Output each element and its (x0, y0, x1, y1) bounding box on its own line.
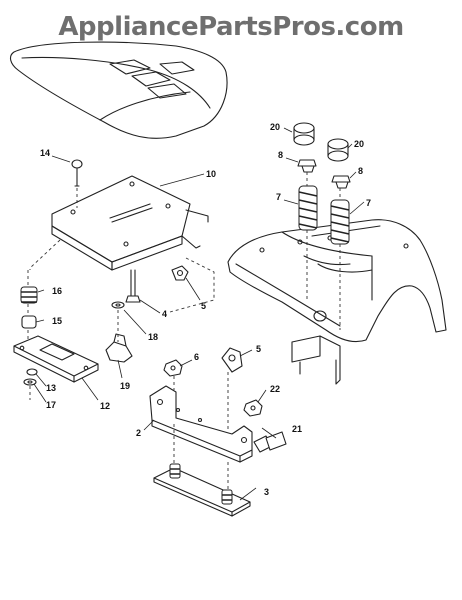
callout-5-lower: 5 (256, 344, 261, 354)
fender-housing (227, 219, 447, 343)
bushing-right (327, 138, 349, 162)
callout-12: 12 (100, 401, 110, 411)
suspension-spring-right (330, 199, 350, 245)
flange-nut-22 (243, 399, 263, 417)
callout-18: 18 (148, 332, 158, 342)
slide-rail (13, 335, 99, 383)
suspension-spring-left (298, 185, 318, 231)
callout-3: 3 (264, 487, 269, 497)
callout-17: 17 (46, 400, 56, 410)
callout-20-right: 20 (354, 139, 364, 149)
leader-lines (33, 127, 365, 501)
alignment-line-plate (29, 239, 61, 270)
callout-15: 15 (52, 316, 62, 326)
alignment-line-lower (173, 372, 229, 490)
plate-spacer-left (169, 463, 181, 479)
callout-14: 14 (40, 148, 50, 158)
callout-5-upper: 5 (201, 301, 206, 311)
plate-spacer-right (221, 489, 233, 505)
pivot-link (221, 347, 243, 373)
shoulder-bolt-21 (253, 431, 287, 453)
lock-nut-upper (171, 265, 189, 281)
callout-22: 22 (270, 384, 280, 394)
spring-nut-right (331, 175, 351, 189)
washer (111, 301, 125, 309)
mounting-plate (153, 467, 251, 517)
callout-16: 16 (52, 286, 62, 296)
frame-post (291, 335, 341, 385)
callout-2: 2 (136, 428, 141, 438)
callout-7-right: 7 (366, 198, 371, 208)
callout-19: 19 (120, 381, 130, 391)
callout-6: 6 (194, 352, 199, 362)
callout-7-left: 7 (276, 192, 281, 202)
callout-8-right: 8 (358, 166, 363, 176)
callout-8-left: 8 (278, 150, 283, 160)
callout-21: 21 (292, 424, 302, 434)
seat (9, 41, 228, 139)
spring-nut-left (297, 159, 317, 173)
callout-13: 13 (46, 383, 56, 393)
adjustment-knob (71, 159, 83, 187)
alignment-line-left (27, 270, 31, 400)
callout-20-left: 20 (270, 122, 280, 132)
nut-13 (26, 368, 38, 376)
compression-spring-small (20, 286, 38, 304)
callout-4: 4 (162, 309, 167, 319)
callout-10: 10 (206, 169, 216, 179)
seat-pan-bracket (51, 175, 209, 271)
hex-nut-6 (163, 359, 183, 377)
washer-17 (23, 378, 37, 386)
spacer (21, 315, 37, 329)
bushing-left (293, 122, 315, 146)
watermark-text: AppliancePartsPros.com (58, 12, 404, 42)
callout-labels: 14 10 16 15 4 5 18 19 13 12 17 6 5 22 2 … (40, 122, 371, 497)
seat-mount-bracket (149, 385, 253, 463)
pivot-bracket (105, 333, 133, 363)
alignment-line-bracket (169, 257, 215, 313)
hex-bolt (125, 269, 141, 303)
